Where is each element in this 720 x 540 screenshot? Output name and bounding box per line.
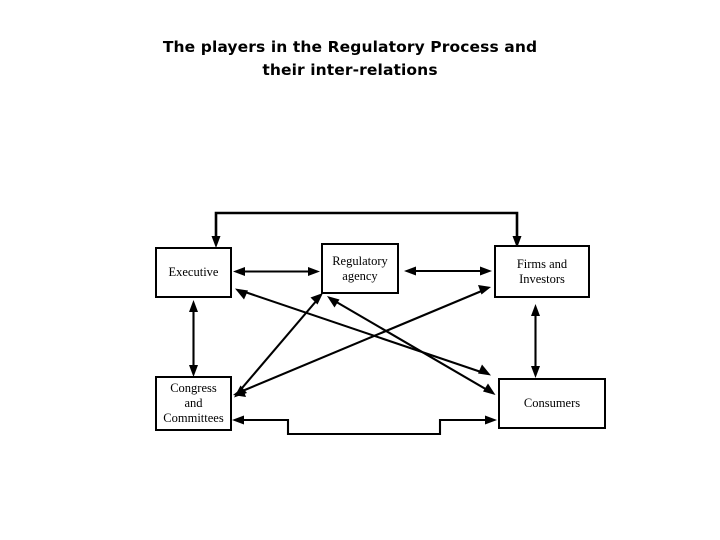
node-firms-and-investors-label: Firms and Investors xyxy=(514,257,570,287)
edge-congress-firms xyxy=(233,285,491,397)
node-regulatory-agency-label: Regulatory agency xyxy=(329,254,391,284)
node-consumers-label: Consumers xyxy=(523,396,581,410)
node-firms-line-1: Firms and xyxy=(516,256,568,271)
node-firms-and-investors[interactable]: Firms and Investors xyxy=(494,245,590,298)
title-line-1: The players in the Regulatory Process an… xyxy=(162,38,538,56)
node-congress-label: Congress and Committees xyxy=(160,381,226,426)
title-line-2: their inter-relations xyxy=(262,61,438,79)
edge-regulatory-consumers-2 xyxy=(327,296,496,395)
node-firms-line-2: Investors xyxy=(519,271,565,286)
node-executive[interactable]: Executive xyxy=(155,247,232,298)
node-regulatory-agency[interactable]: Regulatory agency xyxy=(321,243,399,294)
node-congress-line-2: and xyxy=(184,396,203,410)
node-executive-label: Executive xyxy=(168,265,219,279)
page-title: The players in the Regulatory Process an… xyxy=(110,36,590,82)
edge-executive-congress xyxy=(189,300,198,377)
node-regulatory-agency-line-1: Regulatory xyxy=(332,253,388,268)
edge-regulatory-congress xyxy=(234,293,323,398)
edge-regulatory-consumers xyxy=(235,288,491,376)
edge-firms-consumers xyxy=(531,304,540,378)
node-consumers[interactable]: Consumers xyxy=(498,378,606,429)
edge-executive-regulatory xyxy=(233,267,320,276)
node-congress-line-1: Congress xyxy=(170,381,217,395)
node-congress-and-committees[interactable]: Congress and Committees xyxy=(155,376,232,431)
edge-congress-consumers xyxy=(232,415,497,436)
edge-regulatory-firms xyxy=(404,266,492,276)
node-regulatory-agency-line-2: agency xyxy=(342,268,378,283)
node-congress-line-3: Committees xyxy=(163,411,224,425)
